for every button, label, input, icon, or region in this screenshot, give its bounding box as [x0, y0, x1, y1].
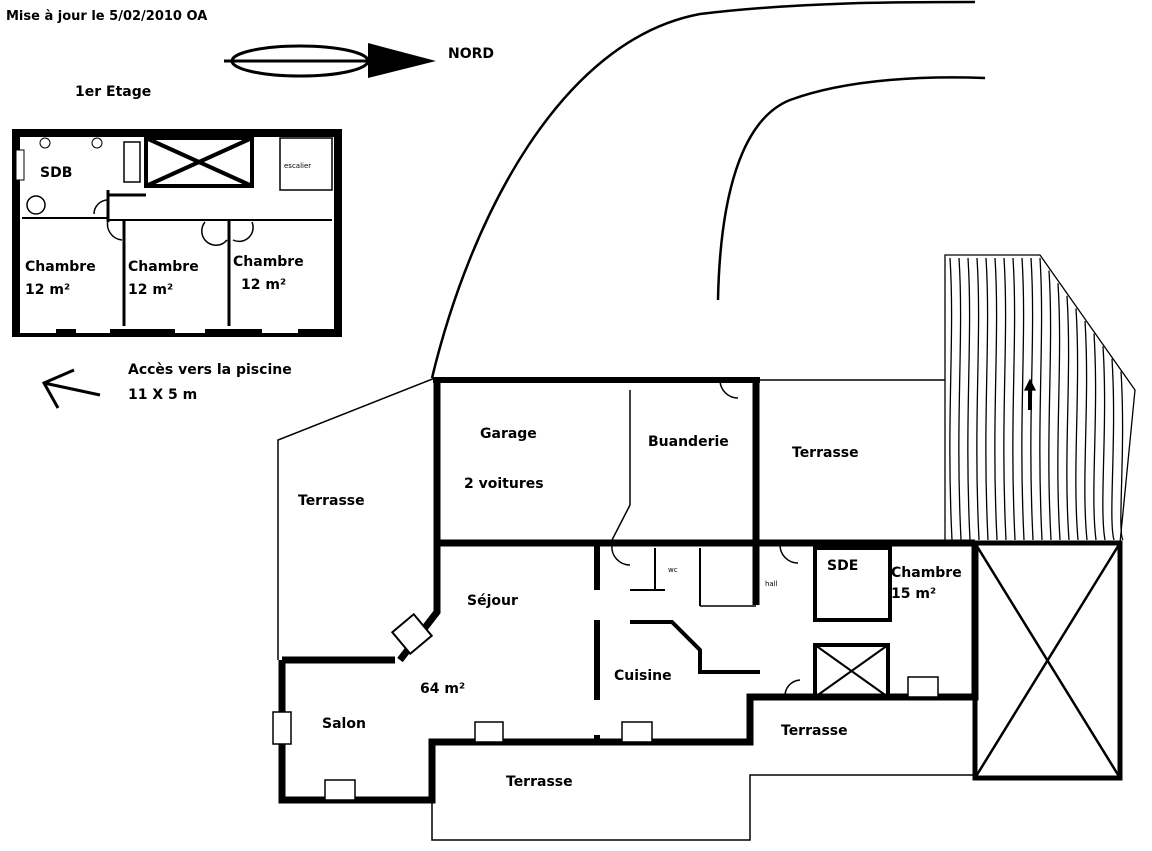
- hatch-line: [949, 257, 953, 541]
- arrow-left-icon: [41, 368, 101, 409]
- update-note: Mise à jour le 5/02/2010 OA: [6, 9, 207, 24]
- hatch-line: [1021, 257, 1025, 541]
- hatch-line: [1057, 283, 1061, 541]
- hatch-line: [1111, 358, 1115, 541]
- north-label: NORD: [448, 46, 494, 62]
- room-chambre-area: 15 m²: [891, 586, 936, 602]
- hatch-line: [1075, 308, 1079, 541]
- room-buanderie: Buanderie: [648, 434, 729, 450]
- room-sejour: Séjour: [467, 593, 518, 609]
- hatch-line: [1039, 257, 1043, 541]
- driveway: [430, 0, 986, 379]
- hatch-line: [1120, 371, 1124, 541]
- north-arrow-icon: [224, 43, 436, 78]
- upper-floor-title: 1er Etage: [75, 84, 151, 100]
- room-sde: SDE: [827, 558, 858, 574]
- room-sdb: SDB: [40, 165, 72, 181]
- hatch-line: [1093, 333, 1097, 541]
- hatch-line: [967, 257, 971, 541]
- ground-floor-plan: [272, 377, 1123, 841]
- pool-access-label: Accès vers la piscine: [128, 362, 292, 378]
- hatch-line: [994, 257, 998, 541]
- hatched-area: [944, 254, 1136, 544]
- hatch-line: [1102, 346, 1106, 541]
- upper-floor-plan: [12, 129, 342, 337]
- room-chambre-1-area: 12 m²: [25, 282, 70, 298]
- room-garage: Garage: [480, 426, 537, 442]
- room-chambre-2: Chambre: [128, 259, 199, 275]
- hatch-line: [976, 257, 980, 541]
- room-chambre: Chambre: [891, 565, 962, 581]
- hatch-line: [985, 257, 989, 541]
- room-chambre-3: Chambre: [233, 254, 304, 270]
- room-garage-capacity: 2 voitures: [464, 476, 544, 492]
- room-terrasse-north: Terrasse: [792, 445, 859, 461]
- room-cuisine: Cuisine: [614, 668, 672, 684]
- pool-size: 11 X 5 m: [128, 387, 197, 403]
- hatch-line: [1084, 320, 1088, 541]
- hatch-line: [1003, 257, 1007, 541]
- room-chambre-3-area: 12 m²: [241, 277, 286, 293]
- room-terrasse-east: Terrasse: [781, 723, 848, 739]
- room-hall: hall: [765, 580, 778, 588]
- room-escalier: escalier: [284, 162, 311, 170]
- hatch-line: [958, 257, 962, 541]
- room-sejour-area: 64 m²: [420, 681, 465, 697]
- room-chambre-1: Chambre: [25, 259, 96, 275]
- hatch-line: [1048, 270, 1052, 541]
- room-terrasse-west: Terrasse: [298, 493, 365, 509]
- hatch-line: [1012, 257, 1016, 541]
- room-chambre-2-area: 12 m²: [128, 282, 173, 298]
- room-salon: Salon: [322, 716, 366, 732]
- room-terrasse-south: Terrasse: [506, 774, 573, 790]
- hatch-line: [1066, 295, 1070, 541]
- room-wc: wc: [668, 566, 678, 574]
